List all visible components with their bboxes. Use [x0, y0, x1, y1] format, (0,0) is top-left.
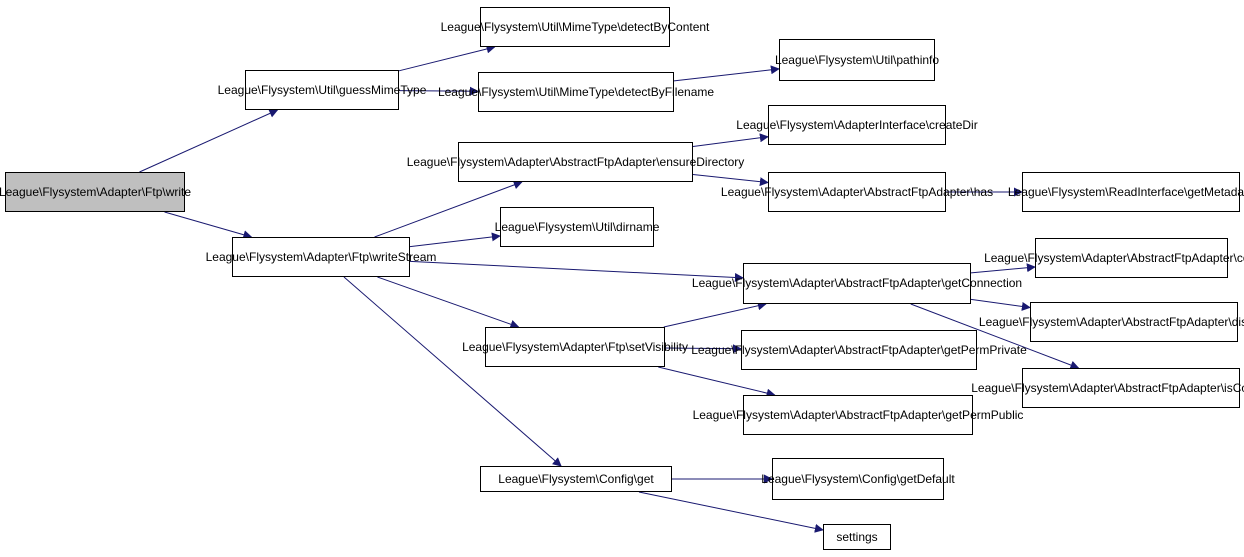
- node-readinterface-getmetadata[interactable]: League\Flysystem\ReadInterface\getMetada…: [1008, 172, 1244, 212]
- node-line: League\Flysystem\Util: [217, 82, 336, 97]
- edge-ftp_writeStream-to-util_dirname: [409, 232, 501, 248]
- node-line: \pathinfo: [893, 52, 940, 67]
- node-line: \getMetadata: [1184, 184, 1244, 199]
- node-line: settings: [836, 529, 878, 544]
- edge-ftp_write-to-ftp_writeStream: [164, 211, 253, 240]
- node-line: Interface\createDir: [879, 117, 978, 132]
- edge-ftp_setVisibility-to-aftp_getConnection: [663, 301, 767, 328]
- node-aftp-getconnection[interactable]: League\Flysystem\Adapter\AbstractFtpAdap…: [692, 263, 1022, 304]
- node-line: \Ftp\writeStream: [348, 249, 437, 264]
- node-line: \guessMimeType: [335, 82, 427, 97]
- node-util-pathinfo[interactable]: League\Flysystem\Util\pathinfo: [775, 39, 939, 81]
- node-line: \AbstractFtpAdapter\ensureDirectory: [549, 154, 745, 169]
- node-aftp-getpermprivate[interactable]: League\Flysystem\Adapter\AbstractFtpAdap…: [691, 330, 1027, 370]
- node-line: \AbstractFtpAdapter\getConnection: [834, 276, 1023, 290]
- edge-ftp_setVisibility-to-aftp_getPermPrivate: [664, 344, 742, 354]
- edge-mimetype_detectByFilename-to-util_pathinfo: [673, 65, 780, 82]
- node-line: League\Flysystem\Adapter: [984, 250, 1127, 265]
- node-line: \AbstractFtpAdapter\getPermPrivate: [834, 342, 1027, 357]
- node-aftp-getpermpublic[interactable]: League\Flysystem\Adapter\AbstractFtpAdap…: [693, 395, 1023, 435]
- node-line: League\Flysystem\Adapter: [720, 184, 864, 199]
- edge-ftp_writeStream-to-aftp_ensureDirectory: [374, 180, 523, 238]
- node-aftp-isconnected[interactable]: League\Flysystem\Adapter\AbstractFtpAdap…: [971, 368, 1244, 408]
- node-line: League\Flysystem\Util: [494, 219, 613, 234]
- node-line: \MimeType\detectByContent: [558, 19, 710, 34]
- node-line: \Ftp\write: [141, 184, 192, 199]
- node-line: League\Flysystem\Adapter: [691, 276, 835, 290]
- node-line: League\Flysystem\Adapter: [691, 342, 834, 357]
- node-mimetype-detectbyfilename[interactable]: League\Flysystem\Util\MimeType\detectByF…: [438, 72, 714, 112]
- node-settings[interactable]: settings: [823, 524, 891, 550]
- edge-util_guessMimeType-to-mimetype_detectByContent: [398, 44, 496, 72]
- edge-ftp_write-to-util_guessMimeType: [139, 109, 279, 173]
- node-line: \AbstractFtpAdapter\isConnected: [1114, 380, 1244, 395]
- node-line: League\Flysystem\Adapter: [406, 154, 550, 169]
- node-mimetype-detectbycontent[interactable]: League\Flysystem\Util\MimeType\detectByC…: [441, 7, 709, 47]
- node-line: League\Flysystem\Util: [440, 19, 559, 34]
- edge-aftp_ensureDirectory-to-adapterinterface_createDir: [692, 133, 769, 148]
- edge-aftp_getConnection-to-aftp_connect: [970, 263, 1036, 274]
- edge-util_guessMimeType-to-mimetype_detectByFilename: [398, 86, 479, 96]
- edge-config_get-to-settings: [638, 491, 824, 533]
- node-ftp-write: League\Flysystem\Adapter\Ftp\write: [0, 172, 191, 212]
- node-line: \MimeType\detectByFilename: [556, 84, 715, 99]
- node-line: League\Flysystem\Config\get: [498, 471, 654, 486]
- edge-ftp_writeStream-to-ftp_setVisibility: [377, 276, 520, 329]
- node-line: League\Flysystem\Adapter: [0, 184, 142, 199]
- node-line: League\Flysystem\ReadInterface: [1007, 184, 1185, 199]
- node-line: \AbstractFtpAdapter\has: [863, 184, 994, 199]
- edge-aftp_getConnection-to-aftp_isConnected: [910, 303, 1080, 370]
- node-line: League\Flysystem\Adapter: [971, 380, 1114, 395]
- node-aftp-ensuredirectory[interactable]: League\Flysystem\Adapter\AbstractFtpAdap…: [407, 142, 744, 182]
- node-aftp-has[interactable]: League\Flysystem\Adapter\AbstractFtpAdap…: [721, 172, 993, 212]
- node-config-get[interactable]: League\Flysystem\Config\get: [480, 466, 672, 492]
- node-util-guessmimetype[interactable]: League\Flysystem\Util\guessMimeType: [218, 70, 426, 110]
- node-line: \dirname: [612, 219, 660, 234]
- node-util-dirname[interactable]: League\Flysystem\Util\dirname: [495, 207, 659, 247]
- node-line: League\Flysystem\Adapter: [692, 407, 836, 422]
- edge-ftp_writeStream-to-config_get: [343, 276, 562, 467]
- node-ftp-writestream[interactable]: League\Flysystem\Adapter\Ftp\writeStream: [206, 237, 436, 277]
- edge-aftp_getConnection-to-aftp_disconnect: [970, 298, 1031, 311]
- node-line: League\Flysystem\Adapter: [205, 249, 349, 264]
- edge-aftp_ensureDirectory-to-aftp_has: [692, 174, 769, 187]
- node-line: \AbstractFtpAdapter\connect: [1126, 250, 1244, 265]
- node-line: \getDefault: [896, 471, 955, 486]
- node-line: \AbstractFtpAdapter\disconnect: [1121, 314, 1244, 329]
- node-line: League\Flysystem\Adapter: [462, 339, 605, 354]
- node-line: League\Flysystem\Config: [761, 471, 897, 486]
- edge-ftp_writeStream-to-aftp_getConnection: [409, 260, 744, 282]
- node-line: League\Flysystem\Util: [437, 84, 556, 99]
- node-line: League\Flysystem\Adapter: [978, 314, 1122, 329]
- node-ftp-setvisibility[interactable]: League\Flysystem\Adapter\Ftp\setVisibili…: [462, 327, 688, 367]
- node-config-getdefault[interactable]: League\Flysystem\Config\getDefault: [761, 458, 955, 500]
- node-aftp-disconnect[interactable]: League\Flysystem\Adapter\AbstractFtpAdap…: [979, 302, 1244, 342]
- node-line: \AbstractFtpAdapter\getPermPublic: [835, 407, 1024, 422]
- node-line: League\Flysystem\Adapter: [736, 117, 880, 132]
- node-line: \Ftp\setVisibility: [604, 339, 688, 354]
- edge-ftp_setVisibility-to-aftp_getPermPublic: [658, 366, 776, 398]
- node-aftp-connect[interactable]: League\Flysystem\Adapter\AbstractFtpAdap…: [984, 238, 1244, 278]
- node-line: League\Flysystem\Util: [774, 52, 893, 67]
